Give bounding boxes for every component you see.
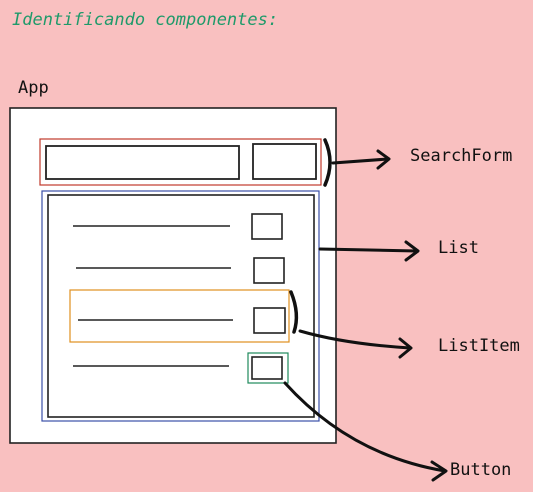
list-item-outline	[69, 289, 290, 343]
list-label: List	[438, 238, 479, 258]
list-row-button-4	[251, 356, 283, 380]
search-form-bracket	[323, 138, 332, 187]
app-label: App	[18, 78, 49, 98]
arrow-list-item	[298, 329, 413, 359]
search-form-label: SearchForm	[410, 146, 513, 166]
list-item-label: ListItem	[438, 336, 520, 356]
arrow-button	[283, 381, 448, 482]
button-outline	[247, 352, 289, 384]
arrow-search-form	[331, 149, 391, 170]
button-label: Button	[450, 460, 512, 480]
arrow-list	[318, 240, 420, 262]
app-frame	[9, 107, 337, 444]
list-row-button-3	[253, 307, 286, 334]
search-form-outline	[39, 138, 322, 186]
list-item-bracket	[289, 290, 299, 334]
diagram-title: Identificando componentes:	[12, 10, 279, 30]
list-inner-box	[47, 194, 315, 418]
list-row-button-1	[251, 213, 283, 240]
list-outline	[41, 190, 320, 422]
search-input-box	[45, 145, 240, 180]
list-row-button-2	[253, 257, 285, 284]
search-button-box	[252, 143, 317, 180]
